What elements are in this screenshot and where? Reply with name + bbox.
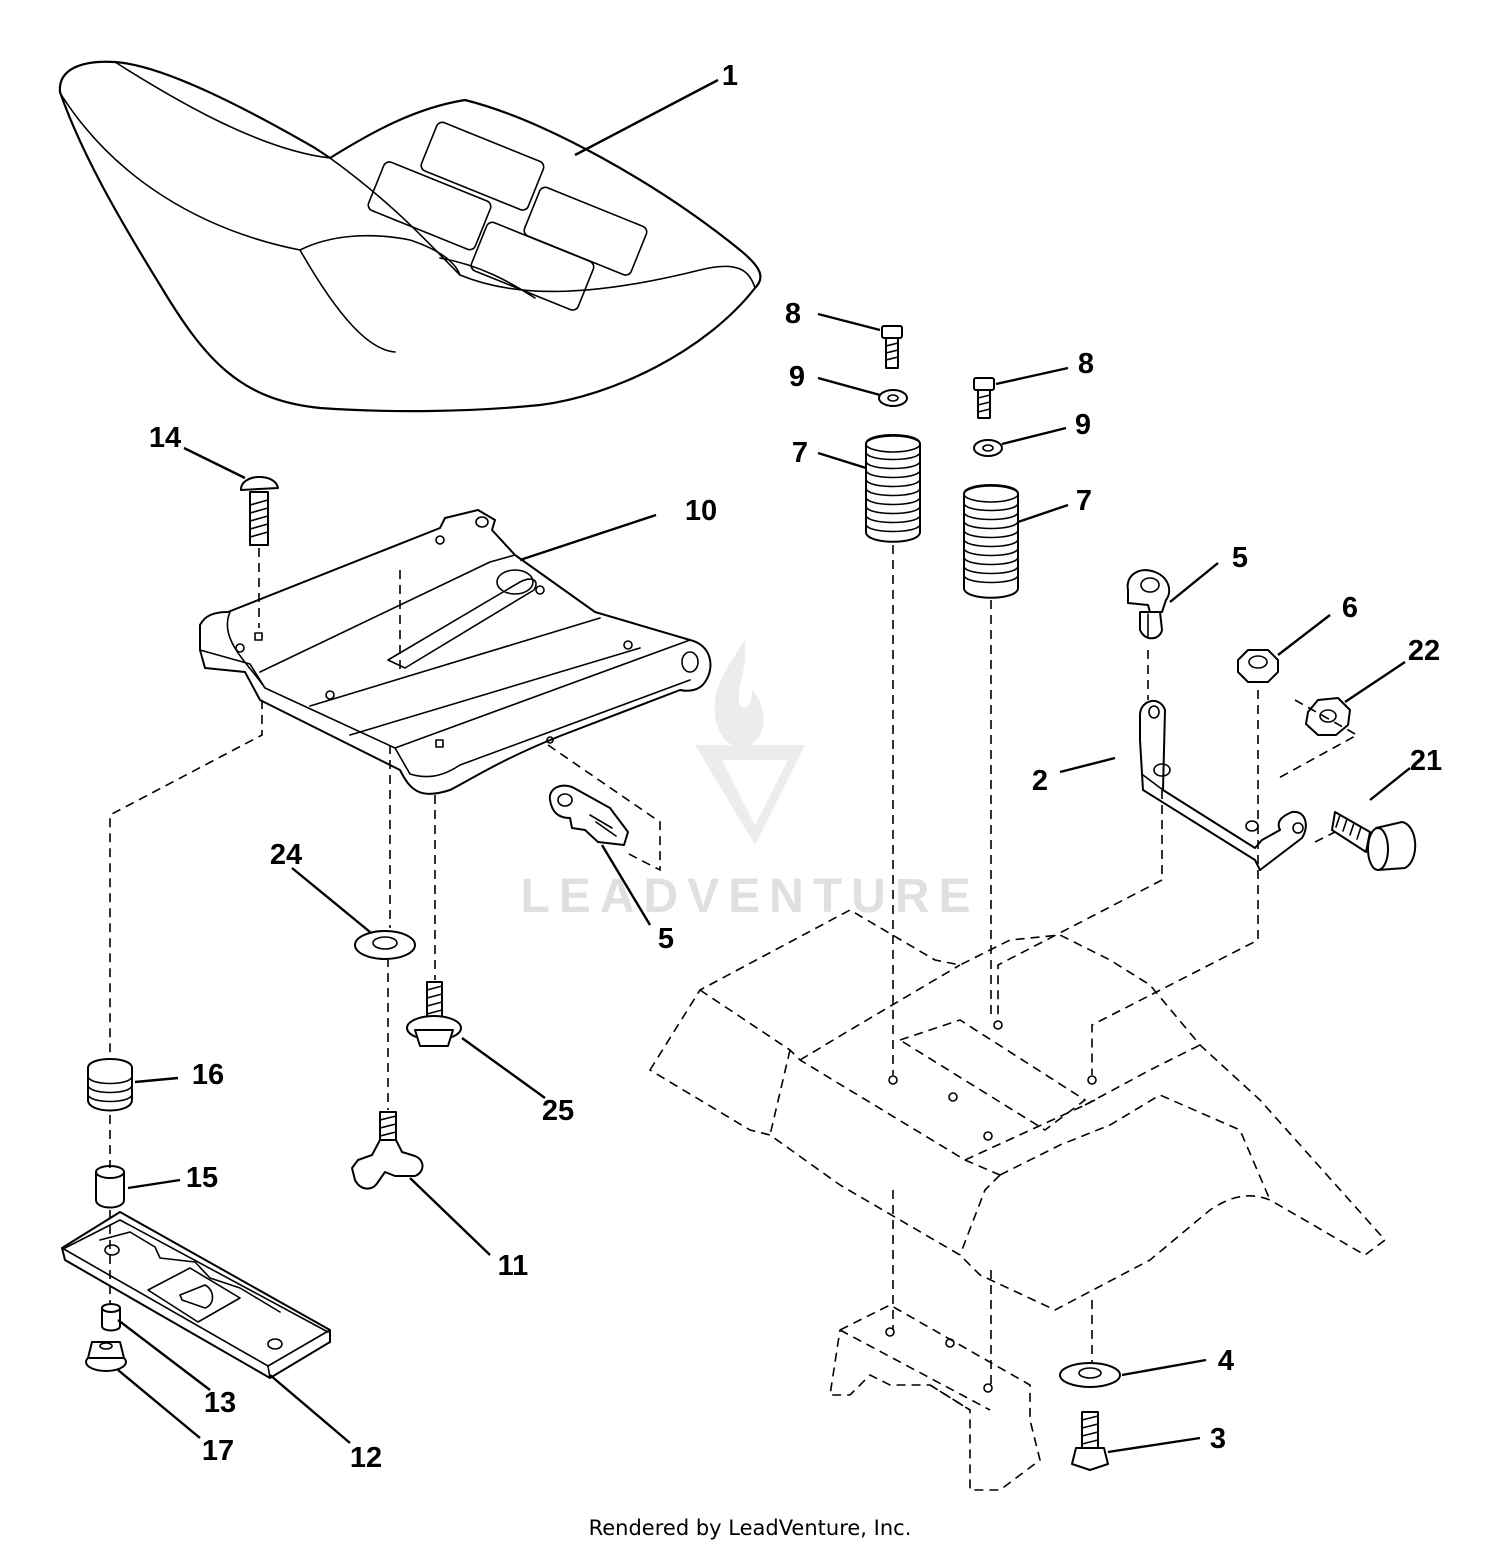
callout-2: 2 [1032,765,1048,797]
leadventure-watermark: LEADVENTURE [520,640,979,923]
callout-6: 6 [1342,592,1358,624]
leader-lines [117,78,1411,1454]
part-hex-bolt-3 [1071,1411,1109,1471]
callout-12: 12 [350,1442,382,1474]
part-flange-nut [85,1341,127,1372]
callout-14: 14 [149,422,181,454]
part-clip-upper [1126,569,1171,640]
callout-7-left: 7 [792,437,808,469]
callout-24: 24 [270,839,302,871]
assembly-lines [109,545,1359,1385]
callout-1: 1 [722,60,738,92]
part-washer-right [973,439,1003,457]
part-bushing [95,1165,125,1209]
part-bolt-left [881,325,903,369]
callout-8-left: 8 [785,298,801,330]
part-washer-left [878,389,908,407]
part-washer-4 [1059,1362,1121,1388]
part-bracket [1139,700,1307,871]
part-small-spring [87,1058,133,1112]
part-clip-lower [548,784,629,846]
footer-credit: Rendered by LeadVenture, Inc. [588,1516,912,1540]
callout-25: 25 [542,1095,574,1127]
callout-8-right: 8 [1078,348,1094,380]
part-seat-pan [199,509,712,795]
part-shoulder-bolt [1331,811,1417,871]
callout-3: 3 [1210,1423,1226,1455]
callout-22: 22 [1408,635,1440,667]
part-carriage-bolt [239,475,279,546]
part-bolt-right [973,377,995,419]
watermark-text: LEADVENTURE [520,870,979,923]
part-spacer [101,1303,121,1332]
callout-15: 15 [186,1162,218,1194]
callout-7-right: 7 [1076,485,1092,517]
phantom-frame [648,909,1387,1491]
part-spring-left [865,434,921,543]
callout-labels: 1 2 3 4 5 5 6 7 7 8 8 9 9 10 11 12 13 14… [149,60,1442,1474]
callout-11: 11 [498,1250,529,1282]
part-flange-bolt [406,981,462,1047]
callout-5-lower: 5 [658,923,674,955]
callout-16: 16 [192,1059,224,1091]
callout-9-right: 9 [1075,409,1091,441]
part-wing-knob [351,1111,424,1190]
callout-17: 17 [202,1435,234,1467]
callout-4: 4 [1218,1345,1234,1377]
part-seat [58,60,762,413]
part-hex-nut [1305,697,1351,736]
part-lock-nut [1237,649,1279,683]
part-flat-washer-24 [354,930,416,960]
callout-5-upper: 5 [1232,542,1248,574]
part-mounting-plate [61,1211,331,1379]
callout-13: 13 [204,1387,236,1419]
callout-9-left: 9 [789,361,805,393]
callout-10: 10 [685,495,717,527]
callout-21: 21 [1410,745,1442,777]
part-spring-right [963,484,1019,599]
